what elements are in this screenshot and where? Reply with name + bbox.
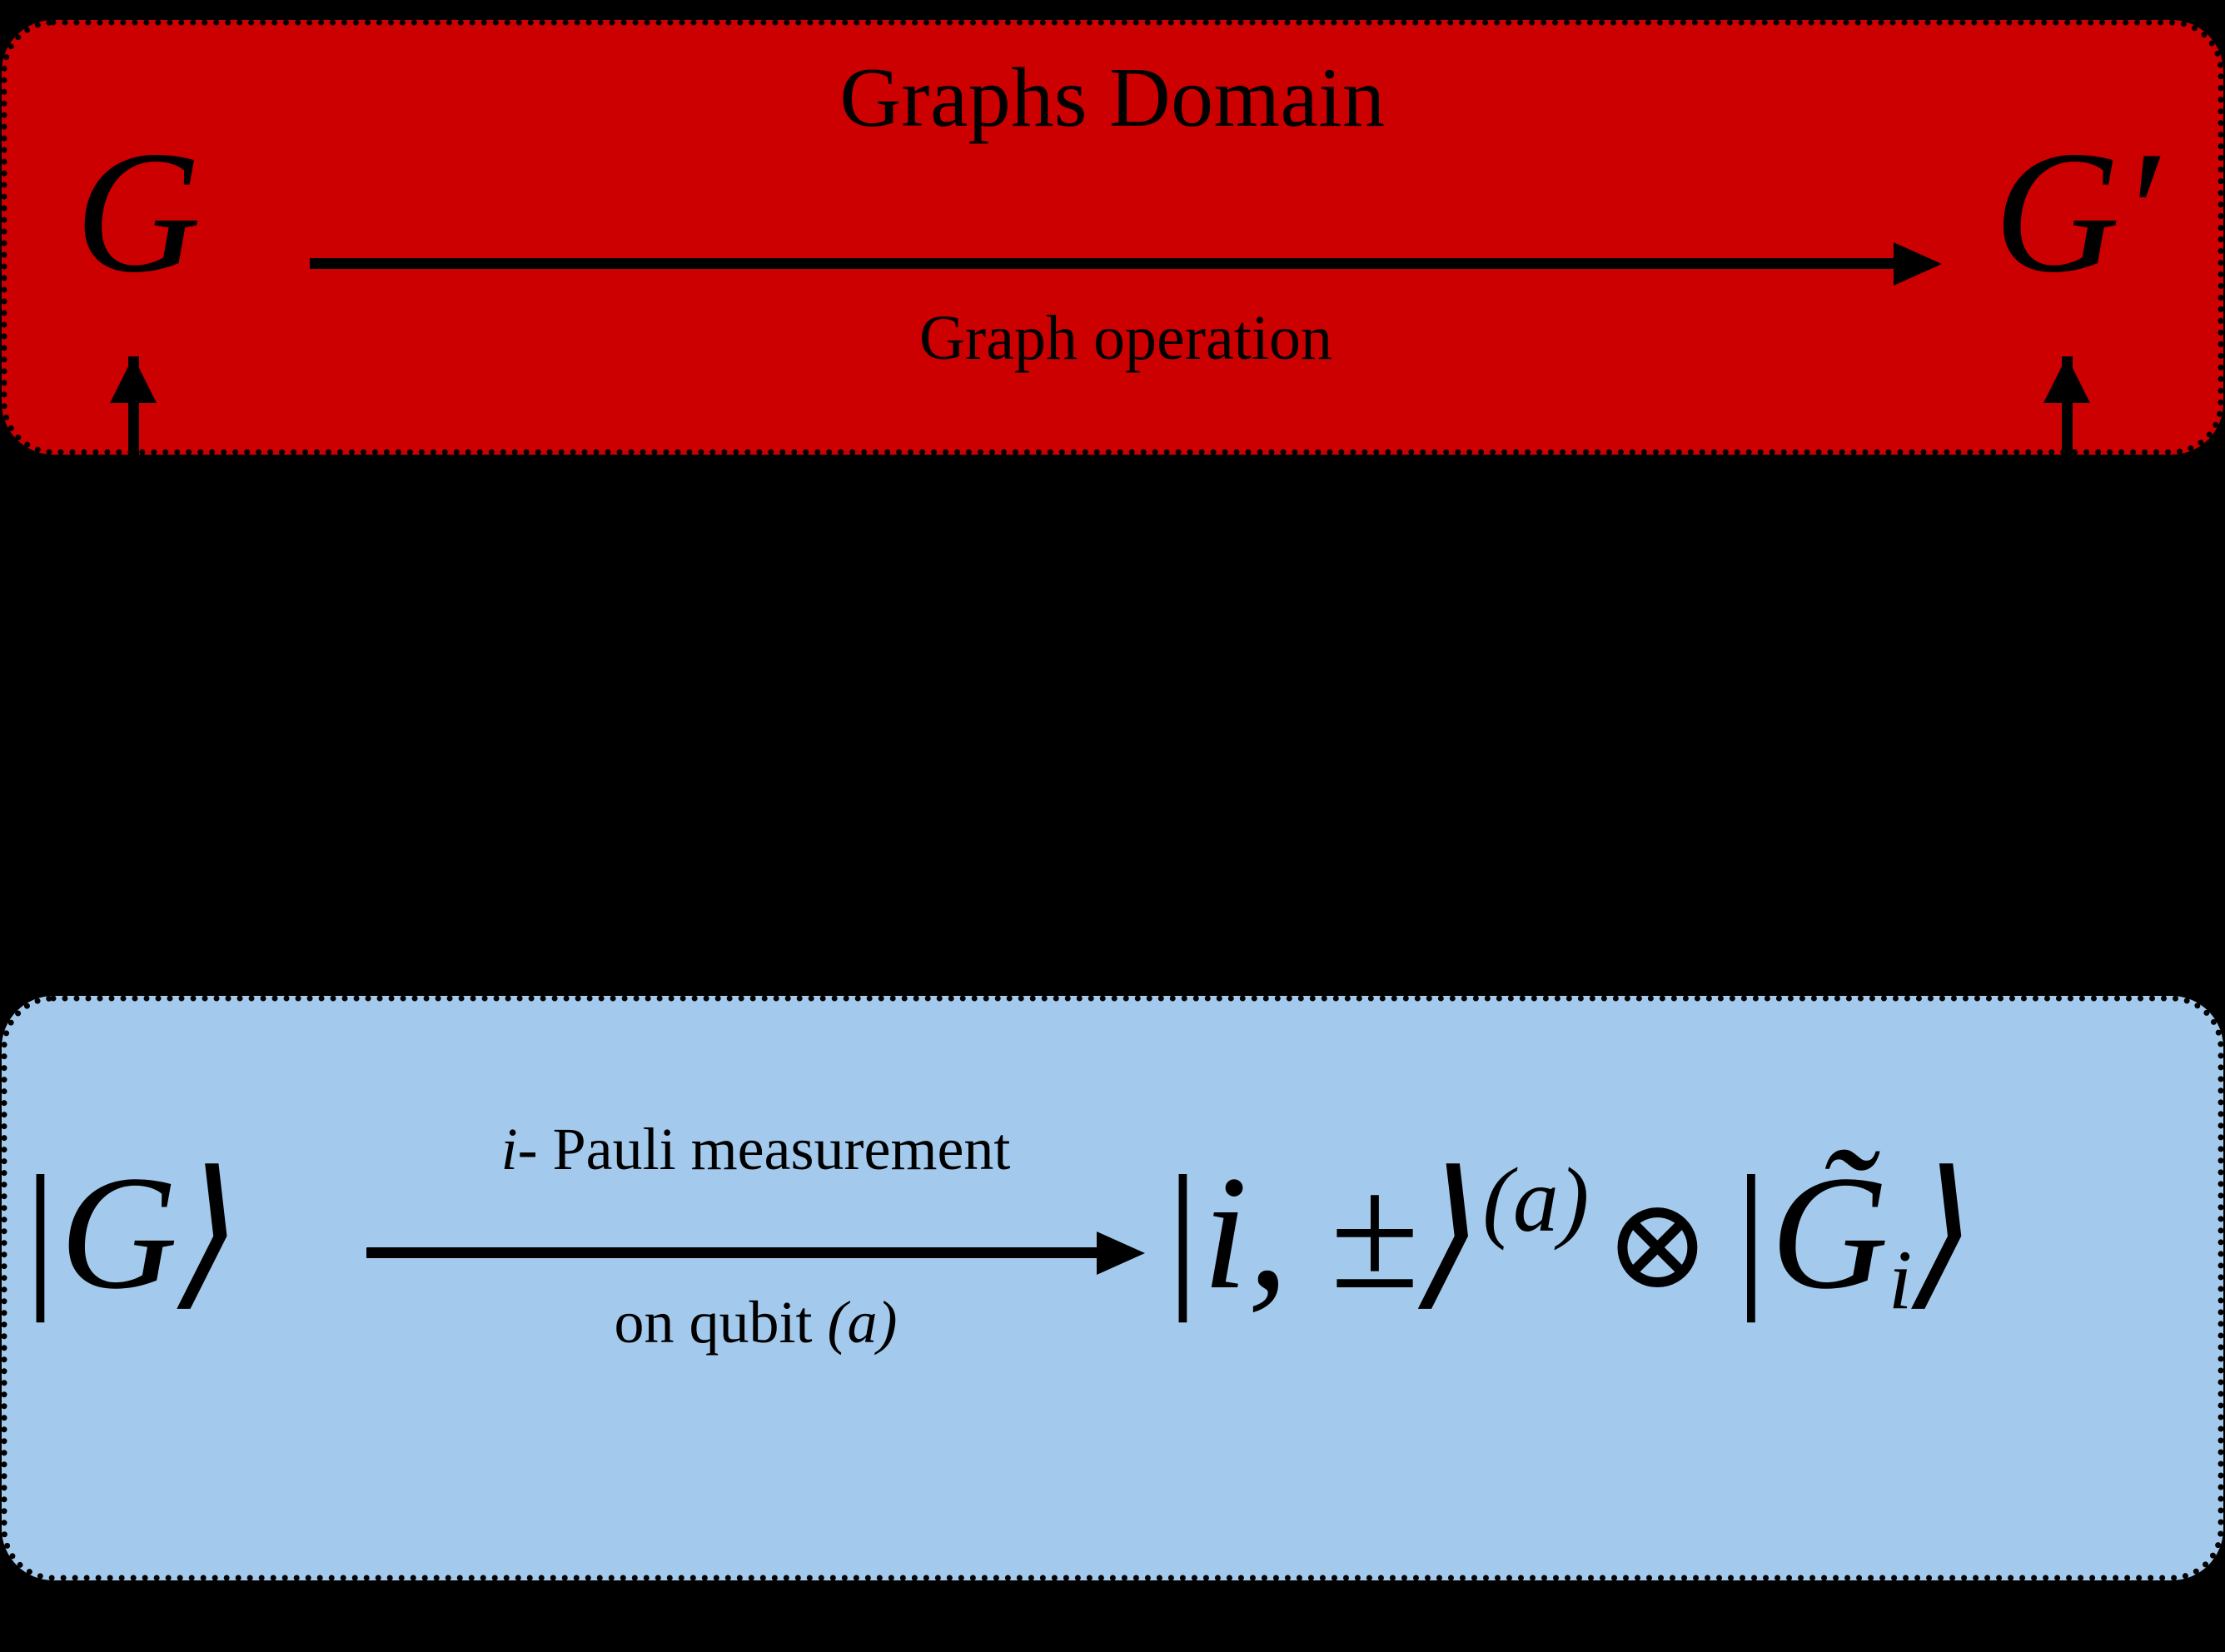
graph-operation-label: Graph operation xyxy=(919,303,1332,373)
graph-states-domain-panel: Graph States Domain xyxy=(2,996,2223,1580)
measured-ket: |i, ±⟩ xyxy=(1157,1142,1483,1323)
pauli-measurement-label-bottom: on qubit (a) xyxy=(366,1292,1145,1352)
arrow-shaft xyxy=(366,1247,1103,1258)
residual-ket-close: ⟩ xyxy=(1912,1142,1976,1323)
on-qubit-text: on qubit xyxy=(614,1289,813,1356)
qubit-index-symbol: (a) xyxy=(827,1289,898,1356)
pauli-index-symbol: i xyxy=(500,1116,518,1182)
arrow-shaft xyxy=(2062,356,2073,1116)
graph-state-source-ket: |G⟩ xyxy=(15,1142,241,1323)
measurement-result-expression: |i, ±⟩(a)⊗|G̃i⟩ xyxy=(1157,1152,1976,1323)
tensor-product-icon: ⊗ xyxy=(1604,1175,1711,1316)
graph-target-symbol: G′ xyxy=(1994,116,2158,309)
graph-source-symbol: G xyxy=(75,116,202,309)
arrow-head-right-icon xyxy=(1894,242,1942,286)
arrow-shaft xyxy=(310,258,1900,269)
arrow-head-up-icon xyxy=(110,356,157,403)
arrow-shaft xyxy=(128,356,139,1116)
pauli-measurement-text: - Pauli measurement xyxy=(517,1116,1011,1182)
pauli-measurement-label-top: i- Pauli measurement xyxy=(366,1119,1145,1179)
arrow-head-up-icon xyxy=(2043,356,2090,403)
qubit-superscript: (a) xyxy=(1482,1148,1590,1251)
residual-subscript: i xyxy=(1888,1233,1913,1328)
residual-ket: |G̃ xyxy=(1725,1142,1889,1323)
graphs-domain-panel: Graphs Domain xyxy=(2,20,2223,455)
arrow-head-right-icon xyxy=(1097,1232,1145,1275)
graphs-domain-title: Graphs Domain xyxy=(839,51,1386,145)
